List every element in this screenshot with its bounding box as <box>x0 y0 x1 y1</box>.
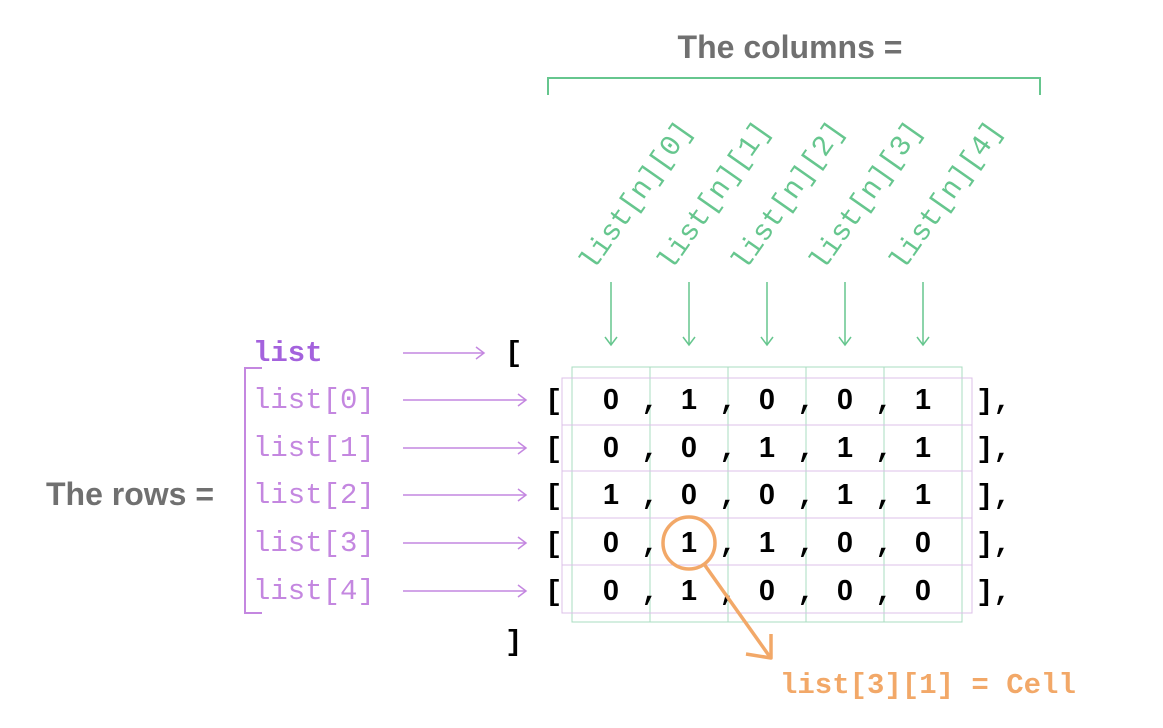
matrix-cell-r1-c4: 1 <box>915 432 931 464</box>
column-arrow-0 <box>604 282 618 347</box>
matrix-cell-r4-c3: 0 <box>837 575 853 607</box>
row-arrow-4 <box>403 584 528 598</box>
column-arrow-3 <box>838 282 852 347</box>
matrix-separator: , <box>641 576 658 609</box>
row-open-bracket: [ <box>545 480 562 513</box>
matrix-separator: , <box>641 480 658 513</box>
matrix-cell-r2-c1: 0 <box>681 479 697 511</box>
row-close-bracket: ], <box>976 480 1011 513</box>
highlight-arrow-head <box>745 634 773 660</box>
highlight-annotation: list[3][1] = Cell <box>661 515 1076 702</box>
matrix-separator: , <box>797 433 814 466</box>
row-label-2: list[2] <box>253 479 375 512</box>
matrix-separator: , <box>797 480 814 513</box>
matrix-separator: , <box>875 480 892 513</box>
matrix-separator: , <box>875 433 892 466</box>
matrix-separator: , <box>719 480 736 513</box>
row-arrow-3 <box>403 536 528 550</box>
matrix-separator: , <box>719 385 736 418</box>
row-arrows <box>403 393 528 598</box>
matrix-cell-r3-c1: 1 <box>681 527 697 559</box>
row-label-0: list[0] <box>253 384 375 417</box>
columns-bracket <box>547 77 1041 95</box>
matrix-cell-r3-c4: 0 <box>915 527 931 559</box>
rows-bracket <box>244 367 262 614</box>
row-open-bracket: [ <box>545 528 562 561</box>
matrix-cells: 0 1 0 0 1,,,, 0 0 1 1 1,,,, 1 0 0 1 1,,,, 0 1 1 0 0,,,, 0 1 0 0… <box>603 384 931 609</box>
matrix-separator: , <box>797 385 814 418</box>
matrix-cell-r4-c0: 0 <box>603 575 619 607</box>
highlight-arrow-line <box>702 562 772 659</box>
matrix-cell-r1-c1: 0 <box>681 432 697 464</box>
highlight-circle <box>661 515 717 571</box>
outer-close-bracket: ] <box>505 626 522 659</box>
column-grid <box>571 366 963 623</box>
outer-open-bracket: [ <box>505 337 522 370</box>
matrix-cell-r0-c3: 0 <box>837 384 853 416</box>
row-label-3: list[3] <box>253 527 375 560</box>
row-close-bracket: ], <box>976 576 1011 609</box>
root-arrow <box>403 346 486 360</box>
matrix-cell-r0-c0: 0 <box>603 384 619 416</box>
matrix-cell-r0-c1: 1 <box>681 384 697 416</box>
matrix-cell-r3-c2: 1 <box>759 527 775 559</box>
row-open-bracket: [ <box>545 576 562 609</box>
row-brackets: [ [ [ [ [ ], ], ], ], ], <box>545 385 1011 609</box>
matrix-cell-r2-c4: 1 <box>915 479 931 511</box>
matrix-cell-r1-c0: 0 <box>603 432 619 464</box>
row-open-bracket: [ <box>545 433 562 466</box>
matrix-separator: , <box>875 528 892 561</box>
column-arrows <box>604 282 930 347</box>
row-label-1: list[1] <box>253 432 375 465</box>
highlight-label: list[3][1] = Cell <box>780 669 1076 702</box>
matrix-cell-r3-c0: 0 <box>603 527 619 559</box>
matrix-cell-r0-c2: 0 <box>759 384 775 416</box>
matrix-separator: , <box>641 528 658 561</box>
row-arrow-1 <box>403 441 528 455</box>
matrix-cell-r3-c3: 0 <box>837 527 853 559</box>
column-arrow-4 <box>916 282 930 347</box>
row-open-bracket: [ <box>545 385 562 418</box>
matrix-separator: , <box>875 576 892 609</box>
row-arrow-2 <box>403 488 528 502</box>
row-label-4: list[4] <box>253 575 375 608</box>
matrix-cell-r4-c4: 0 <box>915 575 931 607</box>
row-grid <box>561 377 973 614</box>
matrix-separator: , <box>719 576 736 609</box>
row-close-bracket: ], <box>976 528 1011 561</box>
row-arrow-0 <box>403 393 528 407</box>
matrix-cell-r2-c2: 0 <box>759 479 775 511</box>
matrix-cell-r4-c2: 0 <box>759 575 775 607</box>
matrix-separator: , <box>641 433 658 466</box>
row-close-bracket: ], <box>976 385 1011 418</box>
row-close-bracket: ], <box>976 433 1011 466</box>
columns-title: The columns = <box>678 29 903 65</box>
matrix-cell-r2-c0: 1 <box>603 479 619 511</box>
matrix-separator: , <box>719 433 736 466</box>
column-arrow-2 <box>760 282 774 347</box>
matrix-cell-r0-c4: 1 <box>915 384 931 416</box>
column-arrow-1 <box>682 282 696 347</box>
matrix-separator: , <box>641 385 658 418</box>
matrix-cell-r1-c3: 1 <box>837 432 853 464</box>
matrix-cell-r4-c1: 1 <box>681 575 697 607</box>
matrix-cell-r1-c2: 1 <box>759 432 775 464</box>
matrix-separator: , <box>719 528 736 561</box>
matrix-cell-r2-c3: 1 <box>837 479 853 511</box>
rows-title: The rows = <box>46 476 214 512</box>
matrix-separator: , <box>875 385 892 418</box>
root-list-label: list <box>253 337 323 370</box>
matrix-separator: , <box>797 528 814 561</box>
matrix-separator: , <box>797 576 814 609</box>
